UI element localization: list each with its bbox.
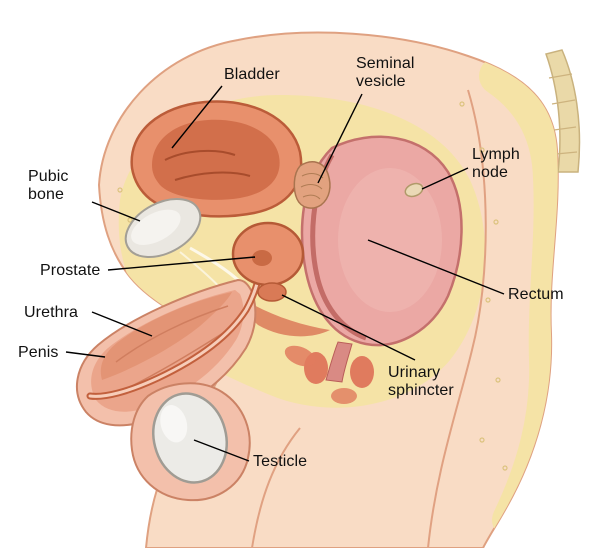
label-urinary-sphincter: Urinary sphincter [388,364,454,400]
sacrum-shape [545,49,581,173]
leader-line-pubic-bone [91,201,141,222]
leader-line-testicle [193,439,250,462]
label-urethra: Urethra [24,304,79,321]
prostate-shape [231,221,305,287]
label-penis: Penis [18,344,59,361]
rectum-shape [300,135,463,347]
leader-line-penis [65,351,106,358]
testicle-shape [152,392,228,484]
leader-line-urethra [91,311,153,337]
leader-line-rectum [367,239,505,295]
leader-line-seminal-vesicle [317,93,363,184]
buttock-contour-line [427,89,487,548]
label-testicle: Testicle [253,453,308,470]
pubic-bone-shape [124,198,202,258]
label-bladder: Bladder [224,66,280,83]
leader-line-bladder [171,85,223,149]
label-pubic-bone: Pubic bone [28,168,69,204]
leader-line-lymph-node [421,167,469,190]
urethra-tube [86,260,266,400]
leader-lines [65,85,505,462]
thigh-contour-line [251,427,301,548]
leader-line-prostate [107,256,256,271]
pelvic-floor-muscle-shape [245,300,330,337]
leader-line-urinary-sphincter [281,294,416,361]
label-lymph-node: Lymph node [472,146,520,182]
anal-sphincter-shape [284,341,374,404]
seminal-vesicle-shape [293,161,331,209]
urinary-sphincter-shape [257,282,287,302]
label-rectum: Rectum [508,286,564,303]
label-prostate: Prostate [40,262,101,279]
label-seminal-vesicle: Seminal vesicle [356,55,415,91]
bladder-shape [130,100,303,218]
lymph-node-shape [404,182,424,198]
